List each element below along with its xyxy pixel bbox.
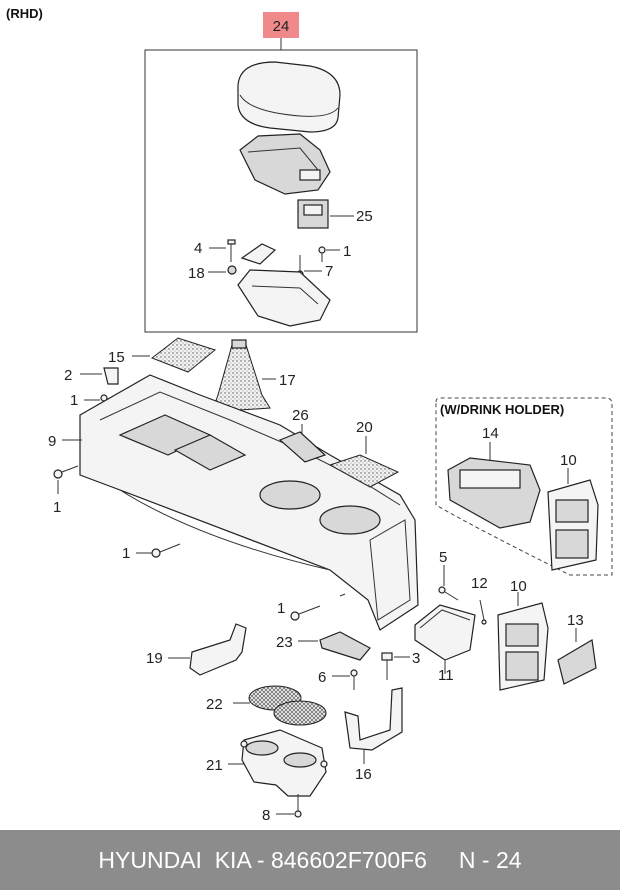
screw-1-upper — [318, 246, 326, 262]
bezel-10 — [497, 602, 549, 691]
callout-13: 13 — [567, 612, 584, 629]
callout-17: 17 — [279, 372, 296, 389]
callout-1-left: 1 — [70, 392, 78, 409]
bezel-10-group — [547, 479, 599, 571]
callout-19: 19 — [146, 650, 163, 667]
clip-18 — [227, 265, 237, 275]
callout-9: 9 — [48, 433, 56, 450]
console-body-9 — [79, 374, 419, 631]
callout-12: 12 — [471, 575, 488, 592]
callout-7: 7 — [325, 263, 333, 280]
callout-25: 25 — [356, 208, 373, 225]
parts-diagram: (RHD) 24 25 4 18 1 7 — [6, 6, 613, 824]
callout-1-upper: 1 — [343, 243, 351, 260]
callout-20: 20 — [356, 419, 373, 436]
bracket-2 — [103, 367, 119, 385]
callout-10-group: 10 — [560, 452, 577, 469]
shift-boot-17 — [211, 339, 271, 413]
armrest-tray — [237, 269, 331, 327]
callout-5: 5 — [439, 549, 447, 566]
bracket-16 — [344, 687, 403, 751]
drink-holder-group-label: (W/DRINK HOLDER) — [440, 402, 564, 417]
highlight-callout-box — [263, 12, 299, 38]
callout-3: 3 — [412, 650, 420, 667]
callout-24: 24 — [273, 18, 290, 35]
panel-26 — [278, 431, 327, 463]
screw-1-lower-left — [53, 465, 79, 479]
bracket-19 — [189, 623, 247, 676]
screw-4 — [227, 239, 236, 262]
screw-1-right — [290, 605, 321, 621]
drink-holder-14 — [447, 457, 541, 529]
screw-5 — [438, 586, 459, 601]
callout-10: 10 — [510, 578, 527, 595]
callout-8: 8 — [262, 807, 270, 824]
armrest-lid — [237, 61, 341, 133]
callout-14: 14 — [482, 425, 499, 442]
variant-label: (RHD) — [6, 6, 43, 21]
callout-1-center: 1 — [122, 545, 130, 562]
callout-11: 11 — [438, 667, 454, 684]
cover-13 — [557, 639, 597, 685]
callout-15: 15 — [108, 349, 125, 366]
cup-mat-22 — [248, 685, 327, 726]
screw-6 — [350, 669, 358, 690]
callout-4: 4 — [194, 240, 202, 257]
bracket-part — [240, 243, 277, 265]
callout-21: 21 — [206, 757, 223, 774]
callout-6: 6 — [318, 669, 326, 686]
callout-1-right: 1 — [277, 600, 285, 617]
latch-25 — [297, 199, 329, 229]
callout-2: 2 — [64, 367, 72, 384]
callout-22: 22 — [206, 696, 223, 713]
plate-15 — [150, 337, 217, 373]
callout-26: 26 — [292, 407, 309, 424]
footer-bar: HYUNDAI KIA - 846602F700F6 N - 24 — [0, 830, 620, 890]
callout-23: 23 — [276, 634, 293, 651]
armrest-base — [239, 133, 331, 195]
callout-18: 18 — [188, 265, 205, 282]
cup-holder-21 — [240, 729, 328, 797]
tray-11 — [414, 604, 476, 661]
screw-1-center — [151, 543, 181, 558]
screw-12 — [479, 599, 487, 625]
footer-part-number: HYUNDAI KIA - 846602F700F6 N - 24 — [98, 846, 522, 873]
screw-8 — [294, 794, 302, 818]
callout-1-lower-left: 1 — [53, 499, 61, 516]
mat-20 — [328, 454, 400, 488]
callout-16: 16 — [355, 766, 372, 783]
bracket-23 — [319, 631, 371, 661]
bolt-3 — [381, 652, 393, 680]
